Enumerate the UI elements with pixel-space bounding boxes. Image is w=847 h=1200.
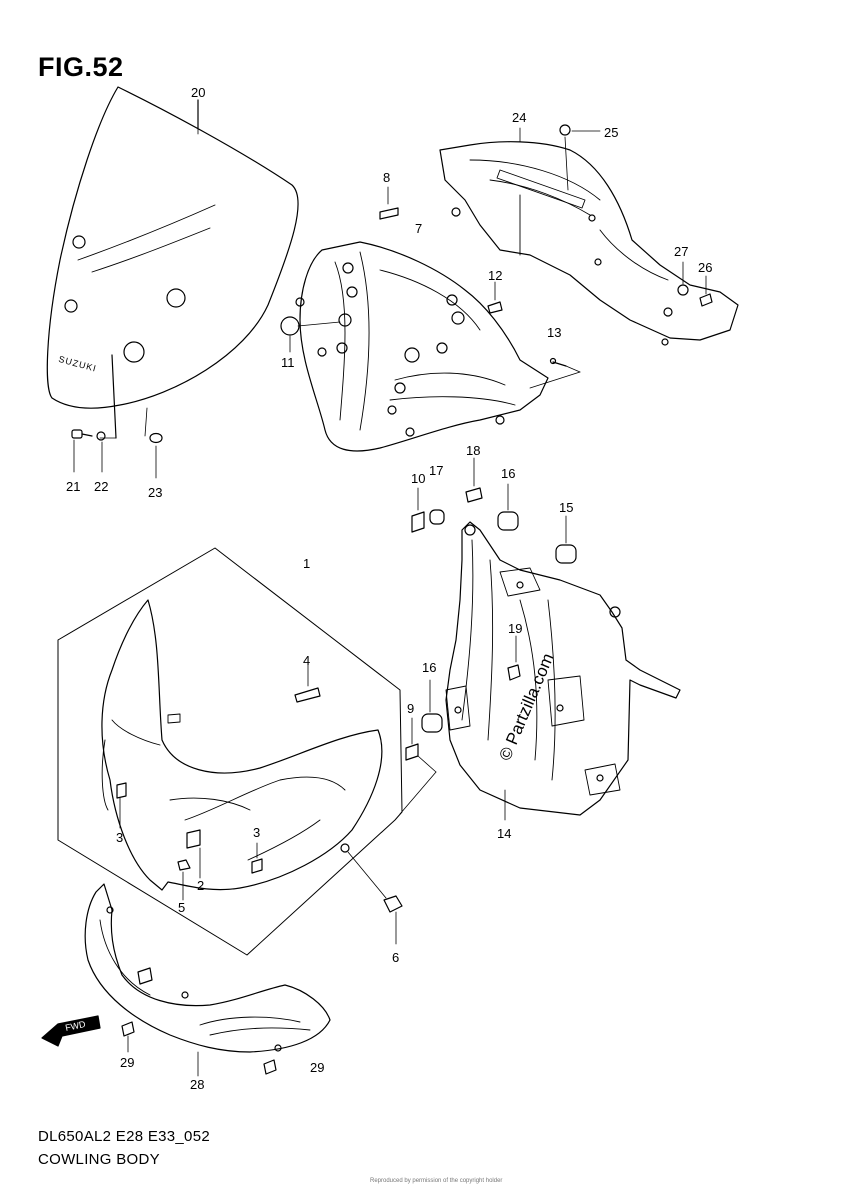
screw-13 xyxy=(529,357,581,389)
cowling-box xyxy=(57,547,403,956)
callout-17: 17 xyxy=(429,463,443,478)
cowling-body xyxy=(101,599,383,891)
callout-27: 27 xyxy=(674,244,688,259)
grommets-and-bolts xyxy=(411,457,577,733)
callout-15: 15 xyxy=(559,500,573,515)
callout-26: 26 xyxy=(698,260,712,275)
watermark: © Partzilla.com xyxy=(495,650,557,763)
callout-20: 20 xyxy=(191,85,205,100)
callout-11: 11 xyxy=(281,355,295,370)
callout-29b: 29 xyxy=(310,1060,324,1075)
callout-10: 10 xyxy=(411,471,425,486)
callout-16b: 16 xyxy=(422,660,436,675)
figure-title: FIG.52 xyxy=(38,52,124,82)
callout-22: 22 xyxy=(94,479,108,494)
callout-24: 24 xyxy=(512,110,526,125)
grommet-11 xyxy=(280,316,341,353)
callout-9: 9 xyxy=(407,701,414,716)
svg-text:FWD: FWD xyxy=(64,1019,87,1033)
nut-12 xyxy=(487,281,503,314)
callout-4: 4 xyxy=(303,653,310,668)
callout-23: 23 xyxy=(148,485,162,500)
callout-14: 14 xyxy=(497,826,511,841)
callout-29: 29 xyxy=(120,1055,134,1070)
callout-1: 1 xyxy=(303,556,310,571)
callout-28: 28 xyxy=(190,1077,204,1092)
section-name: COWLING BODY xyxy=(38,1151,160,1168)
callout-21: 21 xyxy=(66,479,80,494)
footer-fine-print: Reproduced by permission of the copyrigh… xyxy=(370,1178,503,1184)
model-code: DL650AL2 E28 E33_052 xyxy=(38,1128,210,1145)
lower-cowl xyxy=(84,883,331,1077)
bolt-6 xyxy=(347,851,403,945)
inner-panel xyxy=(295,241,549,452)
callout-5: 5 xyxy=(178,900,185,915)
callout-12: 12 xyxy=(488,268,502,283)
windscreen-bolt xyxy=(71,354,163,479)
callout-7: 7 xyxy=(415,221,422,236)
callout-2: 2 xyxy=(197,878,204,893)
clip-9 xyxy=(399,717,437,815)
callout-18: 18 xyxy=(466,443,480,458)
windscreen: SUZUKI xyxy=(46,86,299,409)
screw-26-27 xyxy=(677,261,713,307)
callout-13: 13 xyxy=(547,325,561,340)
callout-6: 6 xyxy=(392,950,399,965)
callout-8: 8 xyxy=(383,170,390,185)
clip-29 xyxy=(121,1021,277,1075)
clip-8 xyxy=(379,186,399,220)
callout-3: 3 xyxy=(116,830,123,845)
callout-16: 16 xyxy=(501,466,515,481)
callout-3b: 3 xyxy=(253,825,260,840)
fwd-arrow-icon: FWD xyxy=(41,1015,101,1047)
meter-panel xyxy=(439,127,739,346)
brand-label: SUZUKI xyxy=(58,354,98,374)
callout-25: 25 xyxy=(604,125,618,140)
callout-19: 19 xyxy=(508,621,522,636)
cowling-brace xyxy=(445,521,681,821)
screw-25 xyxy=(559,124,601,191)
